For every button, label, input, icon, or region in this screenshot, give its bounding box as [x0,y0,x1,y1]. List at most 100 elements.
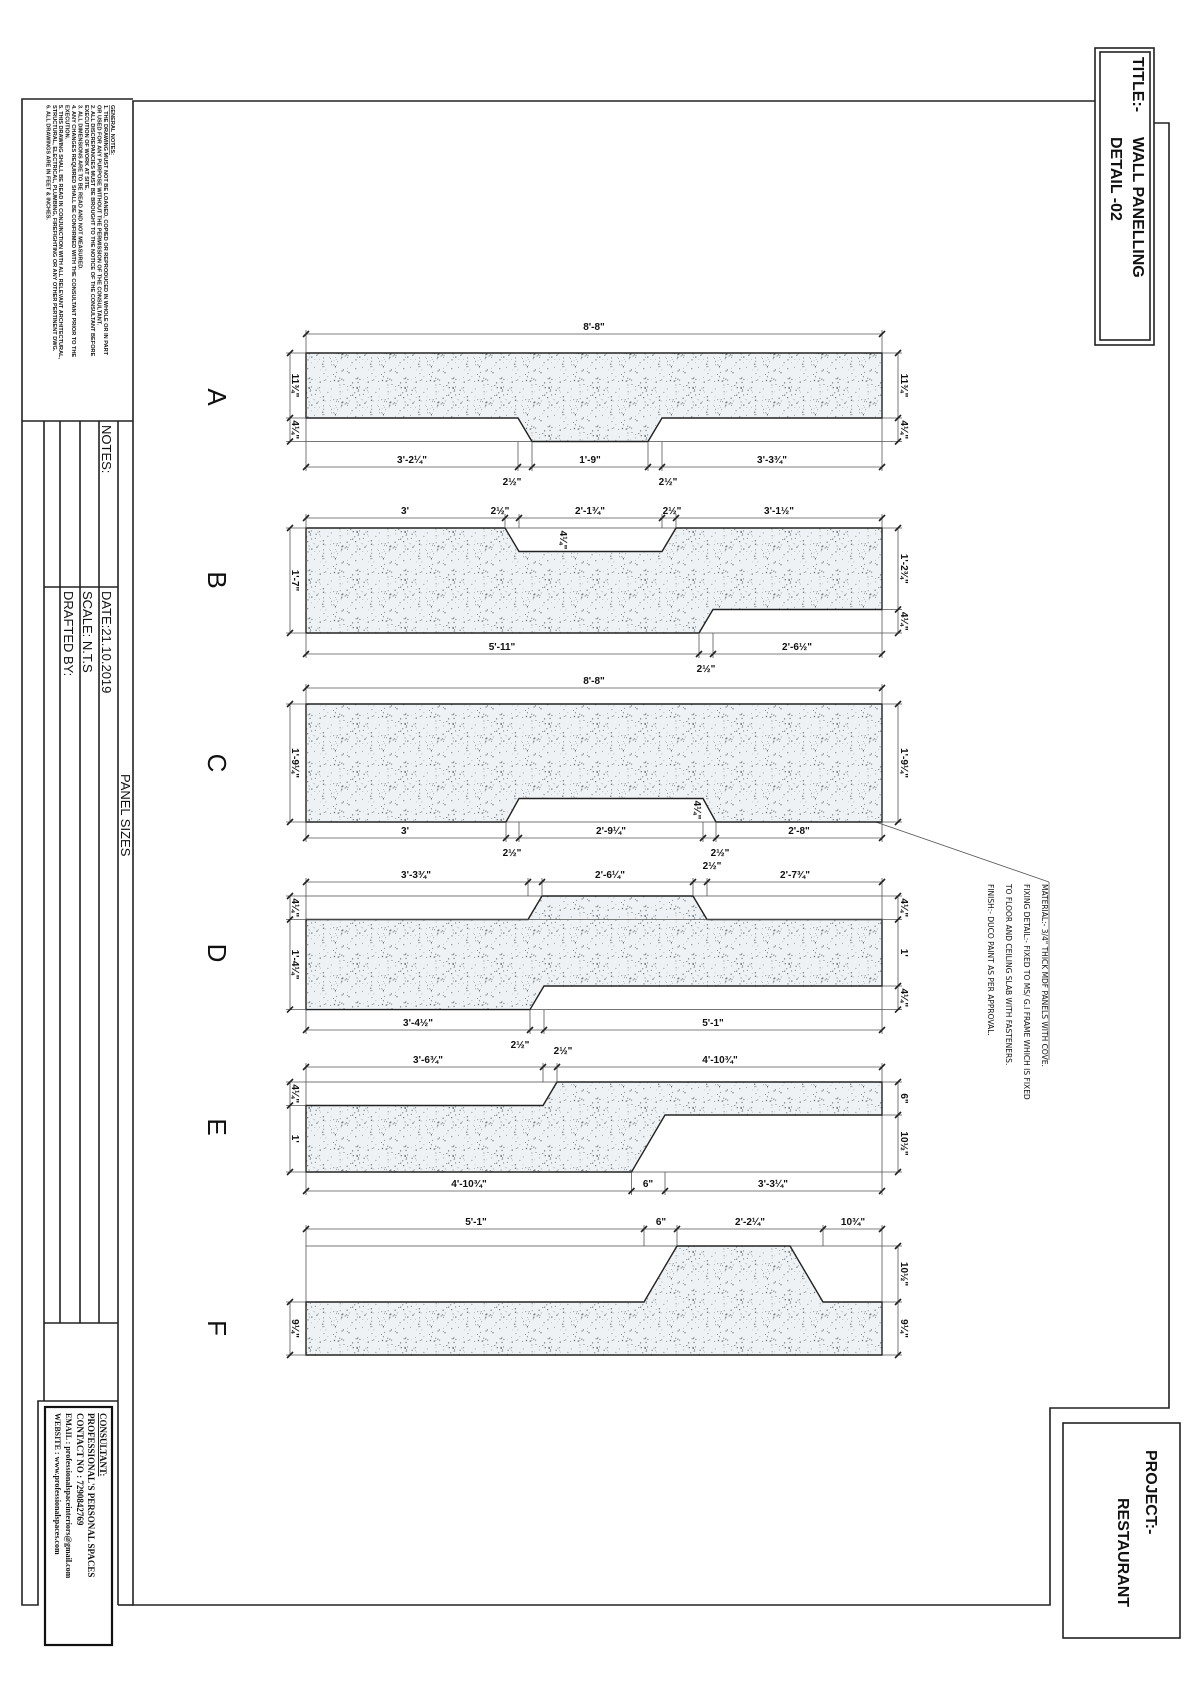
dimension-label: 3'-2¼" [397,455,427,466]
dimension-label: 2½" [697,664,716,675]
general-note-line: EXECUTION. [64,105,70,140]
mdf-panel-shape [305,527,883,634]
dimension-label: 5'-1" [465,1217,487,1228]
general-note-line: 3. ALL DIMENSIONS ARE TO BE READ AND NOT… [76,105,82,270]
dimension-label: 2'-8" [788,826,810,837]
dimension-label: 2'-6½" [782,642,812,653]
consultant-heading: CONSULTANT: [98,1413,108,1476]
mdf-panel-shape [305,703,883,823]
consultant-website: WEBSITE : www.professionalspaces.com [53,1413,62,1555]
dimension-label: 3'-3¾" [401,870,431,881]
dimension-label: 4¼" [898,612,909,631]
panel-label: D [202,944,232,963]
dimension-label: 4'-10¾" [702,1055,738,1066]
project-block: PROJECT:- RESTAURANT [1114,1450,1159,1607]
notes-label: NOTES: [99,425,114,473]
dimension-label: 3'-4½" [403,1018,433,1029]
general-note-line: OR USED FOR ANY PURPOSE WITHOUT THE PERM… [96,105,102,326]
dimension-label: 2½" [711,848,730,859]
panel-b: B3'2½"2'-1¾"2½"3'-1½"5'-11"2½"2'-6½"1'-7… [202,506,909,675]
dimension-label: 2½" [491,506,510,517]
dimension-label: 5'-1" [702,1018,724,1029]
dimension-label: 2'-7¾" [780,870,810,881]
consultant-block: CONSULTANT: PROFESSIONAL'S PERSONAL SPAC… [53,1413,108,1579]
dimension-label: 2½" [503,477,522,488]
title-line-1: WALL PANELLING [1129,137,1146,278]
sheet-title: PANEL SIZES [118,774,133,857]
dimension-label: 2½" [659,477,678,488]
info-block: NOTES: DATE:21.10.2019 SCALE: N.T.S DRAF… [61,425,133,857]
panel-label: F [202,1320,232,1336]
panel-label: A [202,388,232,406]
general-note-line: 6. ALL DRAWINGS ARE IN FEET & INCHES. [44,105,50,221]
dimension-label: 1'-9¼" [898,748,909,778]
dimension-label: 6" [656,1217,667,1228]
panel-label: C [202,754,232,773]
mdf-panel-shape [305,1245,883,1356]
dimension-label: 9¼" [289,1319,300,1338]
consultant-name: PROFESSIONAL'S PERSONAL SPACES [86,1413,96,1577]
dimension-lines [286,1225,902,1359]
dimension-label: 2½" [511,1040,530,1051]
dimension-label: 4¼" [557,531,568,550]
dimension-label: 11¾" [898,374,909,398]
dimension-label: 3'-3¾" [757,455,787,466]
dimension-label: 2'-1¾" [575,506,605,517]
general-note-line: 4. ANY CHANGES REQUIRED SHALL BE CONFIRM… [70,105,76,358]
dimension-label: 9¼" [898,1319,909,1338]
dimension-label: 10½" [898,1131,909,1155]
dimension-label: 2'-2¼" [735,1217,765,1228]
dimension-label: 1'-7" [289,570,300,592]
dimension-label: 1' [289,1135,300,1143]
dimension-label: 8'-8" [583,676,605,687]
dimension-label: 4¼" [289,420,300,439]
dimension-label: 3'-1½" [764,506,794,517]
panel-c: C8'-8"3'2½"2'-9¼"2½"2'-8"1'-9¼"1'-9¼"4¼" [202,676,909,859]
panel-a: A 8'-8" 3'-2¼" 2½" 1'-9" 2½" 3'-3¾" 11¾" 4¼" 11¾"… [202,322,909,488]
project-label: PROJECT:- [1142,1450,1159,1534]
panel-label: E [202,1118,232,1135]
dimension-label: 3' [401,826,409,837]
panel-drawings: A 8'-8" 3'-2¼" 2½" 1'-9" 2½" 3'-3¾" 11¾" 4¼" 11¾"… [202,322,909,1359]
title-label: TITLE:- [1129,57,1146,112]
dimension-label: 2½" [554,1046,573,1057]
dimension-label: 6" [643,1179,654,1190]
dimension-label: 1'-4¼" [289,950,300,980]
general-note-line: 1. THE DRAWING MUST NOT BE LOANED, COPIE… [102,105,108,356]
dimension-label: 8'-8" [583,322,605,333]
mdf-panel-shape [305,352,883,443]
dimension-label: 2'-6¼" [595,870,625,881]
consultant-contact: CONTACT NO : 7290842769 [75,1413,85,1526]
sheet-border [21,47,1181,1647]
title-line-2: DETAIL -02 [1107,137,1124,221]
dimension-label: 1'-2¾" [898,554,909,584]
dimension-label: 4¼" [289,898,300,917]
dimension-label: 1'-9" [579,455,601,466]
mdf-panel-shape [305,1081,883,1173]
annotation-line: MATERIAL:- 3/4" THICK MDF PANELS WITH CO… [1040,884,1049,1067]
panel-f: F 5'-1" 6" 2'-2¼" 10¾" 9¼" 10½" 9¼" [202,1217,909,1359]
dimension-label: 4¼" [691,801,702,820]
dimension-label: 4'-10¾" [451,1179,487,1190]
dimension-label: 4¼" [289,1084,300,1103]
dimension-label: 10¾" [841,1217,865,1228]
dimension-lines [286,1063,902,1195]
scale-field: SCALE: N.T.S [80,591,95,673]
title-block: TITLE:- WALL PANELLING DETAIL -02 [1107,57,1146,278]
dimension-label: 11¾" [289,374,300,398]
consultant-email: EMAIL : professionalspaceinteriors@gmail… [64,1413,73,1579]
general-note-line: 2. ALL DISCREPANCIES MUST BE BROUGHT TO … [89,105,95,357]
general-note-line: EXECUTION OF WORK AT SITE. [83,105,89,191]
dimension-label: 4¼" [898,898,909,917]
project-name: RESTAURANT [1114,1498,1131,1607]
annotation-line: FINISH:- DUCO PAINT AS PER APPROVAL. [986,884,995,1036]
mdf-panel-shape [305,895,883,1011]
drafted-by-field: DRAFTED BY: [61,591,76,676]
dimension-lines [286,330,902,471]
dimension-lines [286,878,902,1034]
panel-d: D3'-3¾"2'-6¼"2½"2'-7¾"3'-4½"2½"5'-1"4¼"1… [202,861,909,1051]
dimension-lines [286,684,902,842]
dimension-label: 10½" [898,1262,909,1286]
